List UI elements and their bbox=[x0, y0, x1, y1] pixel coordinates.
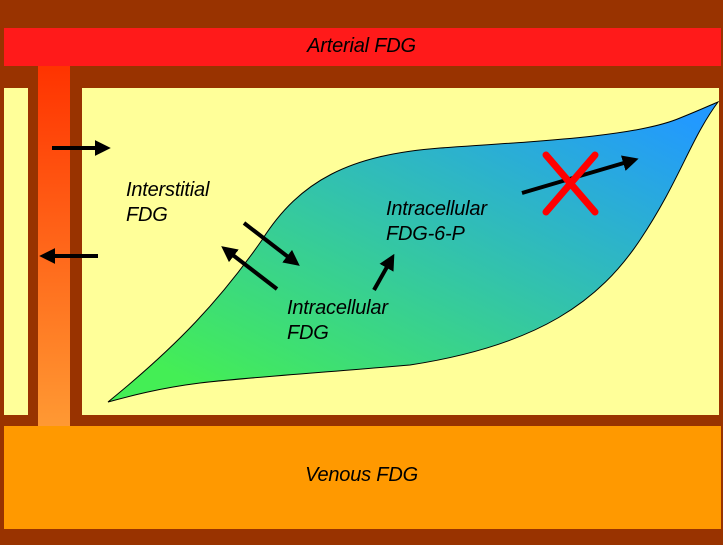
arterial-band bbox=[4, 28, 721, 66]
interstitial-fdg-line2: FDG bbox=[126, 204, 168, 226]
venous-fdg-label: Venous FDG bbox=[0, 463, 723, 488]
arrow-phosphorylation bbox=[372, 253, 395, 291]
capillary-lumen bbox=[38, 66, 70, 426]
interstitial-fdg-line1: Interstitial bbox=[126, 179, 210, 201]
venous-band bbox=[4, 426, 721, 529]
red-x-icon bbox=[542, 151, 599, 216]
interstitial-space-left bbox=[4, 88, 28, 415]
arrow-cell-to-interstitial bbox=[221, 246, 279, 291]
intracellular-fdg6p-label: Intracellular FDG-6-P bbox=[386, 197, 487, 247]
arrow-interstitial-to-cell bbox=[242, 221, 300, 266]
intracellular-fdg6p-line2: FDG-6-P bbox=[386, 223, 465, 245]
interstitial-fdg-label: Interstitial FDG bbox=[126, 178, 209, 228]
intracellular-fdg-label: Intracellular FDG bbox=[287, 296, 388, 346]
intracellular-fdg6p-line1: Intracellular bbox=[386, 198, 487, 220]
intracellular-fdg-line1: Intracellular bbox=[287, 297, 388, 319]
venous-fdg-text: Venous FDG bbox=[305, 464, 418, 486]
intracellular-fdg-line2: FDG bbox=[287, 322, 329, 344]
arterial-fdg-label: Arterial FDG bbox=[0, 34, 723, 59]
arterial-fdg-text: Arterial FDG bbox=[307, 35, 416, 57]
